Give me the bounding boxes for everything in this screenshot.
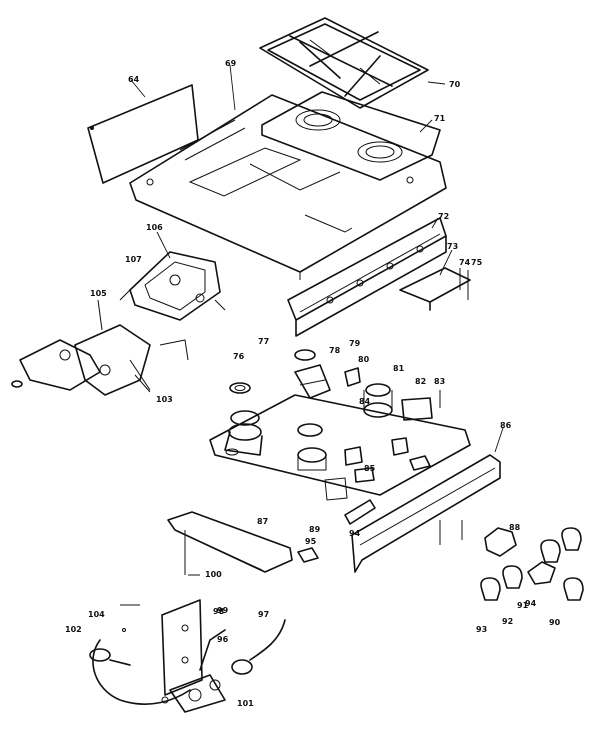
igniter-part — [344, 367, 361, 387]
gas-valve-harness — [89, 619, 286, 713]
part-label-88: 88 — [509, 523, 521, 532]
part-label-79: 79 — [349, 339, 361, 348]
burner-76 — [229, 382, 251, 394]
part-label-72: 72 — [438, 212, 449, 221]
control-panel-bracket — [120, 599, 203, 696]
lower-front-panel — [167, 511, 319, 576]
part-label-64: 64 — [128, 75, 140, 84]
part-label-70: 70 — [449, 80, 461, 89]
part-label-74: 74 — [459, 258, 471, 267]
control-knobs — [480, 527, 584, 601]
valve-bracket-assembly — [119, 231, 226, 321]
part-label-102: 102 — [65, 625, 82, 634]
part-label-69: 69 — [225, 59, 237, 68]
part-label-103: 103 — [156, 395, 173, 404]
part-label-107: 107 — [125, 255, 142, 264]
part-label-80: 80 — [358, 355, 370, 364]
part-label-77: 77 — [258, 337, 269, 346]
front-panel — [287, 217, 447, 337]
manifold-rail — [344, 427, 504, 573]
cooktop-main-top — [129, 64, 447, 280]
backsplash-panel — [87, 79, 199, 184]
part-label-95: 95 — [305, 537, 317, 546]
part-label-97: 97 — [258, 610, 269, 619]
part-label-85: 85 — [364, 464, 376, 473]
part-label-87: 87 — [257, 517, 268, 526]
part-label-100: 100 — [205, 570, 222, 579]
part-label-81: 81 — [393, 364, 405, 373]
part-label-90: 90 — [549, 618, 561, 627]
left-burner-assembly — [224, 410, 263, 456]
part-label-94b: 94 — [525, 599, 537, 608]
part-label-98: 98 — [213, 607, 225, 616]
part-label-73: 73 — [447, 242, 458, 251]
burner-box — [209, 394, 471, 501]
part-label-86: 86 — [500, 421, 512, 430]
part-label-94: 94 — [349, 529, 361, 538]
burner-82-83 — [401, 390, 441, 421]
part-label-93: 93 — [476, 625, 487, 634]
part-label-71: 71 — [434, 114, 446, 123]
part-label-92: 92 — [502, 617, 513, 626]
part-label-75: 75 — [471, 258, 483, 267]
burner-head-78 — [294, 349, 331, 399]
burner-grate — [259, 17, 446, 109]
part-label-106: 106 — [146, 223, 163, 232]
part-label-96: 96 — [217, 635, 229, 644]
side-bracket — [399, 249, 471, 311]
part-label-82: 82 — [415, 377, 426, 386]
lower-left-valve-group — [11, 299, 189, 396]
part-label-99: 99 — [217, 606, 229, 615]
part-label-105: 105 — [90, 289, 107, 298]
part-label-91: 91 — [517, 601, 529, 610]
part-label-78: 78 — [329, 346, 341, 355]
part-label-101: 101 — [237, 699, 254, 708]
part-label-84: 84 — [359, 397, 371, 406]
part-label-89: 89 — [309, 525, 321, 534]
part-label-83: 83 — [434, 377, 445, 386]
burner-top-plate — [261, 91, 441, 181]
part-label-76: 76 — [233, 352, 245, 361]
part-label-104: 104 — [88, 610, 105, 619]
